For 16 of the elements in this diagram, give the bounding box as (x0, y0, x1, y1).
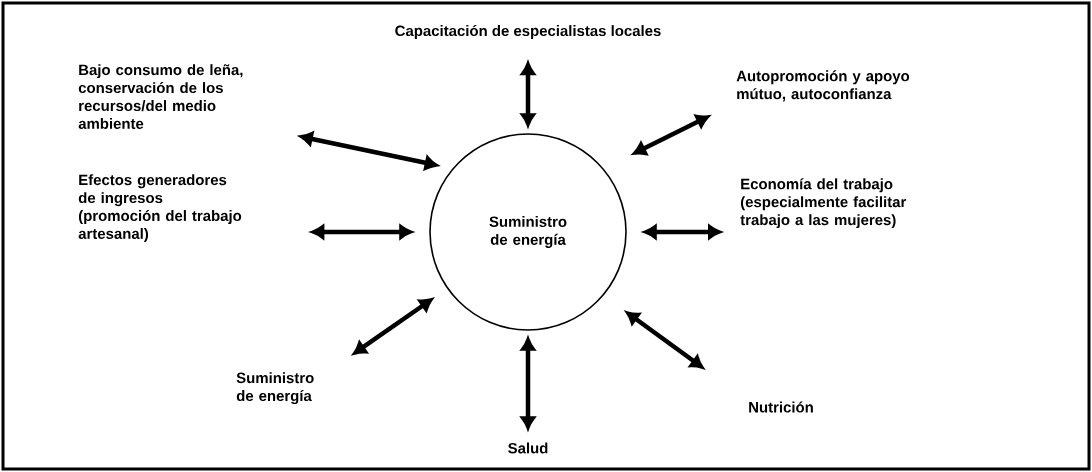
outcome-label: Suministro de energía (236, 372, 314, 405)
double-arrow (299, 131, 438, 170)
double-arrow (311, 224, 413, 240)
double-arrow (643, 224, 722, 240)
double-arrow (625, 311, 704, 369)
outcome-label: Nutrición (749, 401, 813, 413)
double-arrow (520, 337, 536, 430)
outcome-label: Salud (508, 442, 548, 454)
outcome-label: Capacitación de especialistas locales (395, 24, 661, 39)
double-arrow (633, 114, 710, 156)
double-arrow (520, 62, 536, 127)
outcome-label: Autopromoción y apoyo mútuo, autoconfianza (736, 70, 910, 102)
outcome-label: Economía del trabajo (especialmente facilitar trabajo a las mujeres) (740, 178, 907, 229)
outcome-label: Efectos generadores de ingresos (promoción del trabajo artesanal) (78, 174, 242, 242)
double-arrow (353, 298, 433, 355)
outcome-label: Bajo consumo de leña, conservación de los recursos/del medio ambiente (78, 64, 243, 129)
